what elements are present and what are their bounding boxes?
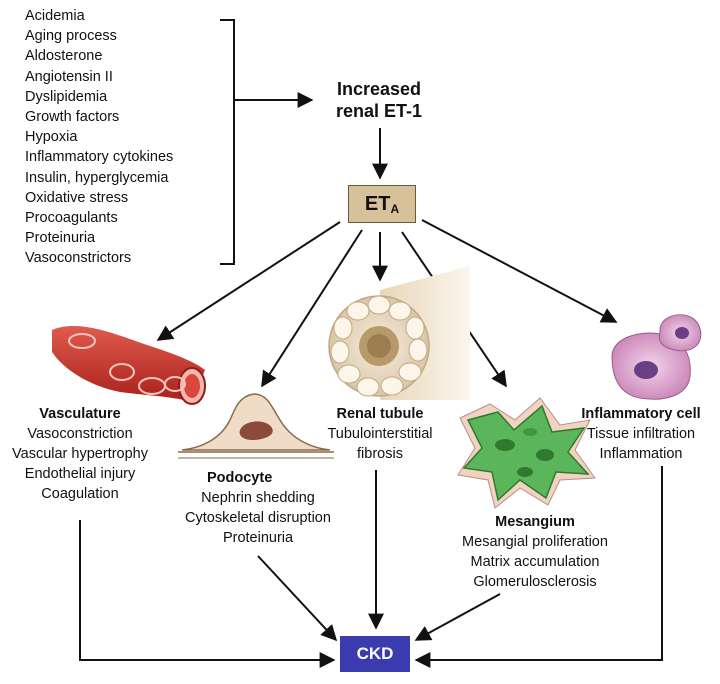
podocyte-effect: Nephrin shedding <box>201 490 315 506</box>
podocyte-effect: Cytoskeletal disruption <box>185 510 331 526</box>
mesangium-illustration <box>457 397 596 509</box>
increased-et1-line1: Increased <box>336 79 422 99</box>
risk-factor: Hypoxia <box>25 129 78 146</box>
arrow-eta-to-podocyte <box>261 229 363 388</box>
podocyte-illustration <box>178 393 334 459</box>
podocyte-title: Podocyte <box>207 470 273 486</box>
mesangium-title: Mesangium <box>495 514 575 530</box>
arrow-mesangium-to-ckd <box>414 593 501 641</box>
arrow-eta-to-inflammatory <box>421 219 618 323</box>
risk-factor: Oxidative stress <box>25 189 129 206</box>
vasculature-effect: Endothelial injury <box>24 466 136 482</box>
vasculature-title: Vasculature <box>39 406 121 422</box>
ckd-box: CKD <box>340 636 410 672</box>
risk-factor: Insulin, hyperglycemia <box>25 169 169 186</box>
arrow-vasculature-to-ckd <box>79 520 336 668</box>
eta-receptor-box: ETA <box>348 185 416 223</box>
mesangium-effect: Matrix accumulation <box>470 554 600 570</box>
arrow-podocyte-to-ckd <box>257 555 338 642</box>
eta-subscript: A <box>390 202 400 216</box>
vasculature-effect: Vasoconstriction <box>27 426 133 442</box>
factors-bracket <box>220 19 235 265</box>
risk-factor: Proteinuria <box>25 230 96 247</box>
mesangium-effect: Mesangial proliferation <box>462 534 608 550</box>
vasculature-effect: Coagulation <box>41 486 119 502</box>
inflammatory-cell-effect: Inflammation <box>599 446 683 462</box>
risk-factor: Angiotensin II <box>25 68 113 85</box>
increased-et1-label: Increased renal ET-1 <box>306 78 452 122</box>
risk-factor-list: Acidemia Aging process Aldosterone Angio… <box>25 6 173 269</box>
renal-tubule-title: Renal tubule <box>336 406 424 422</box>
mesangium-label: Mesangium Mesangial proliferation Matrix… <box>440 512 630 592</box>
arrow-eta-to-vasculature <box>156 221 341 341</box>
increased-et1-line2: renal ET-1 <box>335 101 423 121</box>
mesangium-effect: Glomerulosclerosis <box>473 574 597 590</box>
renal-tubule-effect: fibrosis <box>357 446 403 462</box>
podocyte-label: Podocyte Nephrin shedding Cytoskeletal d… <box>158 468 358 548</box>
arrow-inflammatory-to-ckd <box>414 466 663 668</box>
risk-factor: Inflammatory cytokines <box>25 149 174 166</box>
inflammatory-cell-title: Inflammatory cell <box>581 406 701 422</box>
risk-factor: Aging process <box>25 28 117 45</box>
eta-main: ET <box>364 193 391 215</box>
inflammatory-cell-illustration <box>611 314 702 400</box>
risk-factor: Dyslipidemia <box>25 88 108 105</box>
renal-tubule-effect: Tubulointerstitial <box>327 426 433 442</box>
vasculature-label: Vasculature Vasoconstriction Vascular hy… <box>0 404 160 504</box>
renal-tubule-label: Renal tubule Tubulointerstitial fibrosis <box>310 404 450 464</box>
renal-tubule-illustration <box>328 266 470 400</box>
blood-vessel-illustration <box>52 326 206 405</box>
risk-factor: Procoagulants <box>25 210 118 227</box>
inflammatory-cell-effect: Tissue infiltration <box>586 426 696 442</box>
risk-factor: Vasoconstrictors <box>25 250 132 267</box>
risk-factor: Acidemia <box>25 8 85 24</box>
podocyte-effect: Proteinuria <box>222 530 294 546</box>
vasculature-effect: Vascular hypertrophy <box>12 446 148 462</box>
risk-factor: Aldosterone <box>25 48 103 65</box>
risk-factor: Growth factors <box>25 109 120 126</box>
inflammatory-cell-label: Inflammatory cell Tissue infiltration In… <box>566 404 716 464</box>
